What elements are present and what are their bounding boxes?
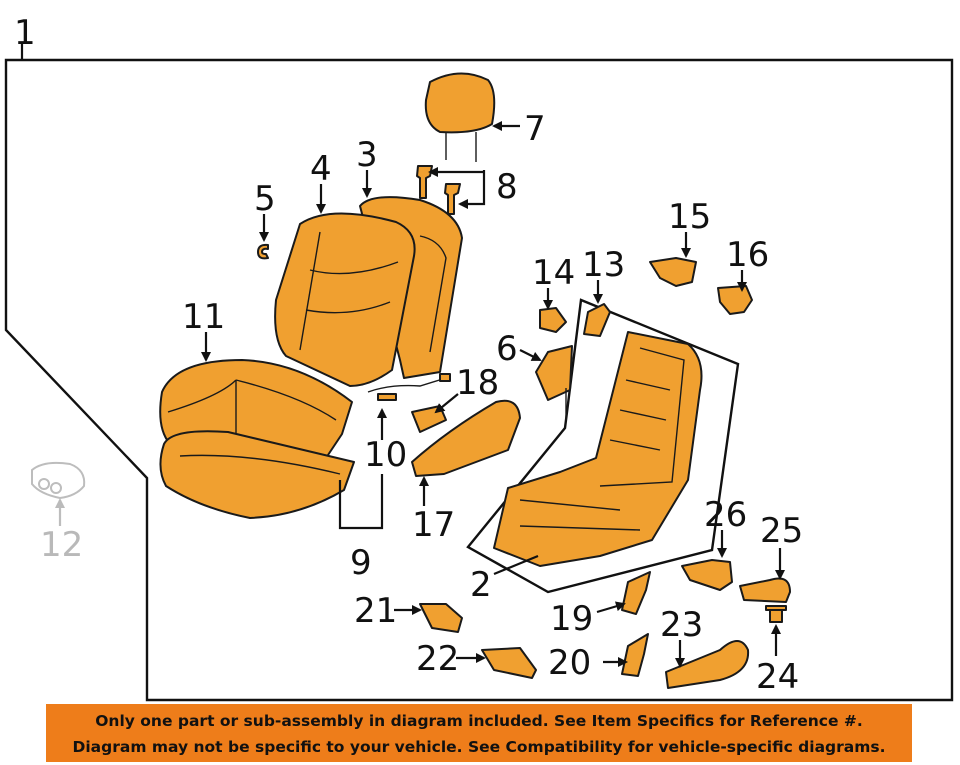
disclaimer-line-1: Only one part or sub-assembly in diagram… [95, 712, 863, 730]
seat-switch-part[interactable] [535, 345, 573, 401]
cover-21-part[interactable] [419, 603, 463, 633]
callout-3: 3 [356, 135, 378, 175]
callout-13: 13 [582, 245, 625, 285]
clip-part[interactable] [257, 243, 269, 260]
disclaimer-banner: Only one part or sub-assembly in diagram… [46, 704, 912, 762]
cover-22-part[interactable] [481, 647, 537, 679]
callout-5: 5 [254, 179, 276, 219]
lever-23-part[interactable] [665, 640, 750, 689]
seat-frame-part[interactable] [493, 331, 703, 567]
callout-14: 14 [532, 253, 575, 293]
callout-12: 12 [40, 525, 83, 565]
callout-1: 1 [14, 13, 36, 53]
bracket-19-part[interactable] [621, 571, 651, 615]
wire-harness-part[interactable] [367, 373, 451, 401]
callout-21: 21 [354, 591, 397, 631]
optional-part-ghost[interactable] [31, 461, 86, 500]
seat-frame-boundary [466, 298, 740, 594]
callout-15: 15 [668, 197, 711, 237]
callout-2: 2 [470, 565, 492, 605]
callout-10: 10 [364, 435, 407, 475]
knob-14-part[interactable] [539, 307, 567, 333]
side-shield-part[interactable] [411, 399, 521, 477]
knob-13-part[interactable] [583, 303, 611, 337]
callout-17: 17 [412, 505, 455, 545]
bracket-20-part[interactable] [621, 633, 649, 677]
callout-25: 25 [760, 511, 803, 551]
cover-25-part[interactable] [739, 577, 791, 603]
callout-19: 19 [550, 599, 593, 639]
leader-lines [55, 121, 785, 668]
callout-9: 9 [350, 543, 372, 583]
assembly-boundary-frame [4, 58, 954, 702]
callout-22: 22 [416, 639, 459, 679]
cover-16-part[interactable] [717, 285, 753, 315]
callout-23: 23 [660, 605, 703, 645]
seatback-pad-part[interactable] [274, 212, 416, 387]
cover-26-part[interactable] [681, 559, 733, 591]
seat-cushion-pad-part[interactable] [159, 430, 355, 519]
callout-16: 16 [726, 235, 769, 275]
callout-11: 11 [182, 297, 225, 337]
disclaimer-line-2: Diagram may not be specific to your vehi… [72, 738, 886, 756]
callout-20: 20 [548, 643, 591, 683]
callout-18: 18 [456, 363, 499, 403]
callout-7: 7 [524, 109, 546, 149]
callout-4: 4 [310, 149, 332, 189]
callout-8: 8 [496, 167, 518, 207]
cover-15-part[interactable] [649, 257, 697, 287]
callout-6: 6 [496, 329, 518, 369]
headrest-part[interactable] [424, 72, 496, 162]
bolt-24-part[interactable] [765, 605, 787, 623]
callout-24: 24 [756, 657, 799, 697]
callout-26: 26 [704, 495, 747, 535]
